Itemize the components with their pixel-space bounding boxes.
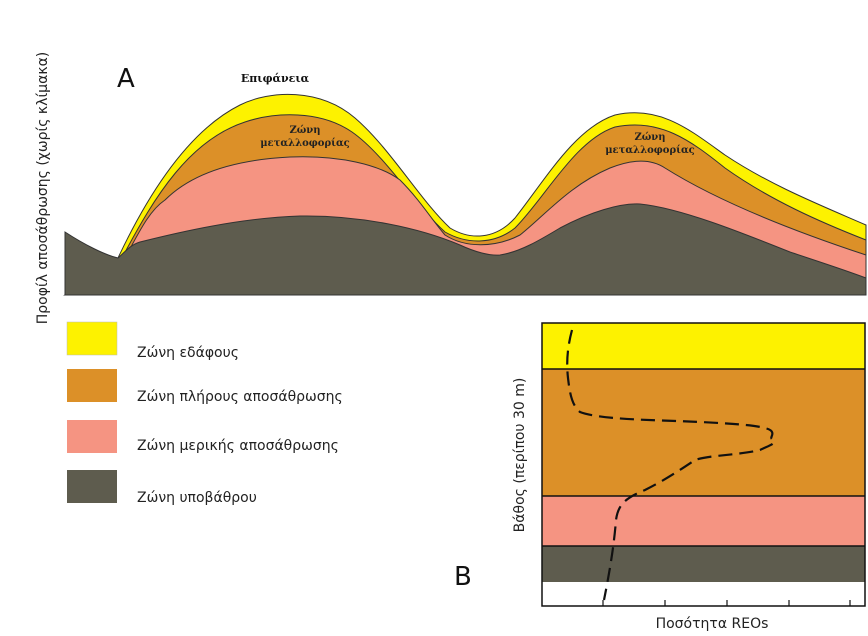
column-soil-zone	[542, 323, 865, 369]
ore-zone-label-2-line-2: μεταλλοφορίας	[605, 145, 695, 156]
reo-axis-label: Ποσότητα REOs	[656, 616, 769, 632]
legend-swatch-complete-weathering	[67, 369, 117, 402]
column-partial-weathering-zone	[542, 496, 865, 546]
profile-axis-label: Προφίλ αποσάθρωσης (χωρίς κλίμακα)	[35, 52, 51, 325]
surface-label: Επιφάνεια	[241, 72, 310, 85]
legend-swatch-soil	[66, 321, 118, 356]
column-bedrock-zone	[542, 546, 865, 582]
ore-zone-label-2-line-1: Ζώνη	[634, 132, 665, 143]
legend-swatch-bedrock	[67, 470, 117, 503]
x-axis-ticks	[602, 600, 851, 606]
legend-label-complete-weathering: Ζώνη πλήρους αποσάθρωσης	[137, 389, 343, 405]
ore-zone-label-1-line-2: μεταλλοφορίας	[260, 138, 350, 149]
legend-label-partial-weathering: Ζώνη μερικής αποσάθρωσης	[137, 438, 339, 454]
panel-b-depth-profile: B Βάθος (περίπου 30 m) Ποσότητα REOs	[454, 322, 866, 632]
reo-concentration-curve	[566, 329, 776, 601]
bedrock-zone-layer	[64, 203, 867, 296]
ore-zone-label-1-line-1: Ζώνη	[289, 125, 320, 136]
panel-a-label: A	[117, 64, 135, 94]
panel-b-label: B	[454, 562, 472, 592]
legend-label-soil: Ζώνη εδάφους	[137, 345, 239, 361]
legend-label-bedrock: Ζώνη υποβάθρου	[137, 490, 257, 506]
column-complete-weathering-zone	[542, 369, 865, 496]
depth-axis-label: Βάθος (περίπου 30 m)	[512, 378, 528, 533]
column-frame	[541, 322, 866, 607]
legend-swatch-partial-weathering	[67, 420, 117, 453]
panel-a-cross-section: A Επιφάνεια Ζώνη μεταλλοφορίας Ζώνη μετα…	[35, 52, 867, 325]
legend: Ζώνη εδάφους Ζώνη πλήρους αποσάθρωσης Ζώ…	[66, 321, 343, 506]
